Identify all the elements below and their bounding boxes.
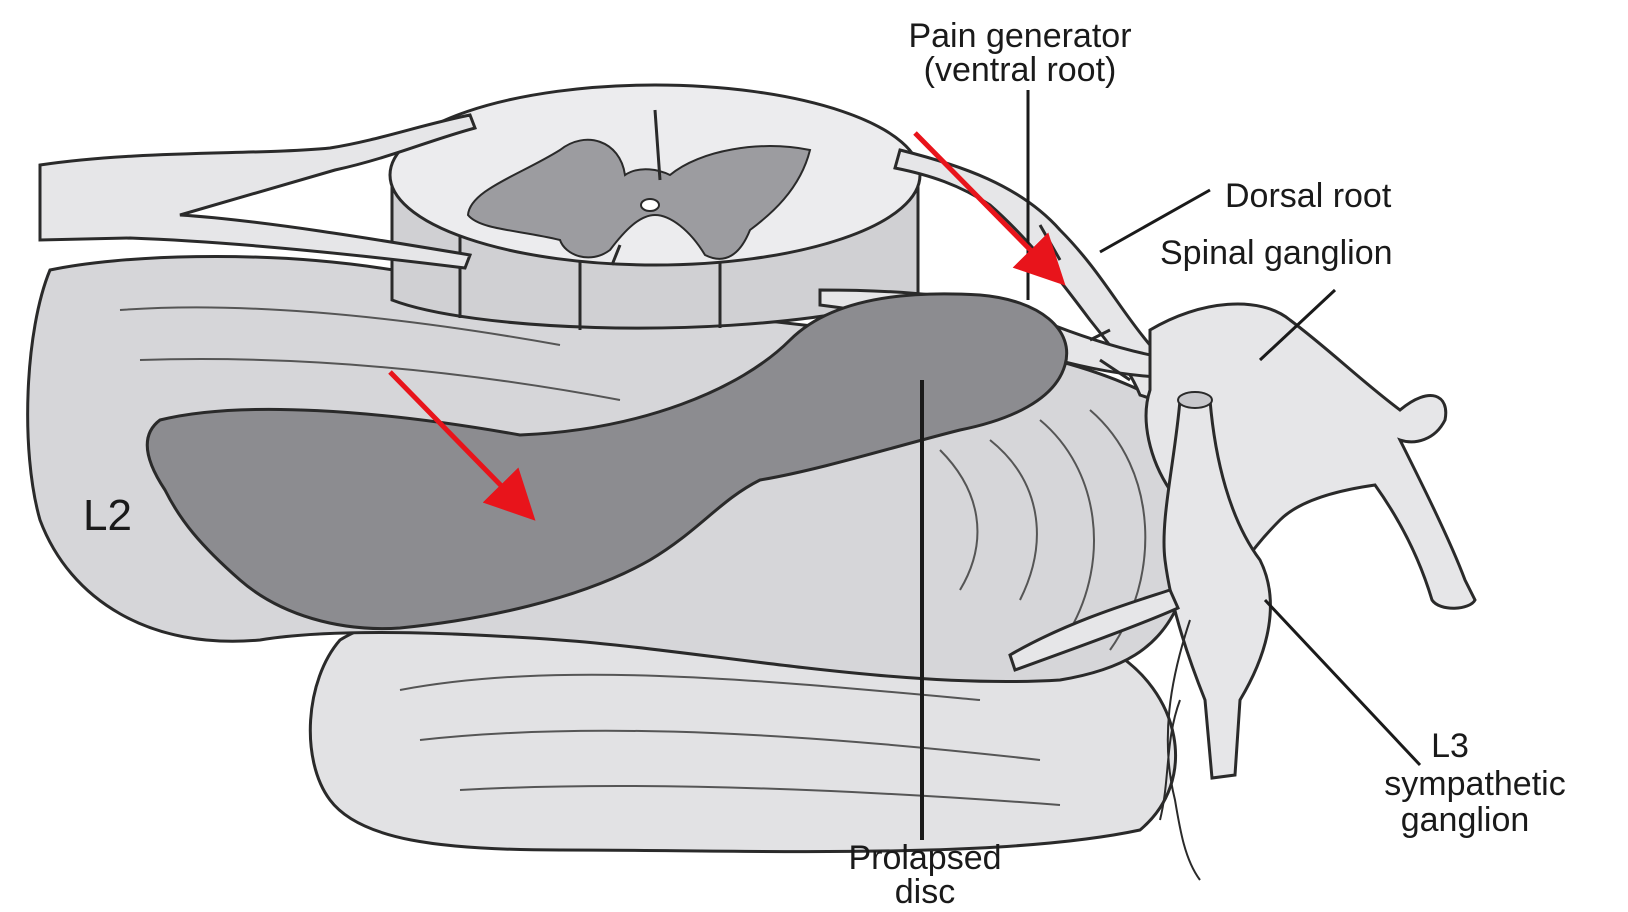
prolapsed-label: Prolapsed	[780, 840, 1070, 876]
ganglion-label: ganglion	[1335, 802, 1595, 838]
l2-label: L2	[83, 498, 132, 534]
spinal-ganglion-label: Spinal ganglion	[1160, 235, 1393, 271]
central-canal	[641, 199, 659, 211]
pain-generator-label: Pain generator	[820, 18, 1220, 54]
disc-label: disc	[780, 874, 1070, 910]
trunk-cut-end	[1178, 392, 1212, 408]
red-arrow-root	[915, 133, 1055, 275]
dorsal-root-label: Dorsal root	[1225, 178, 1391, 214]
sympathetic-label: sympathetic	[1325, 766, 1625, 802]
ventral-root-label: (ventral root)	[820, 52, 1220, 88]
l3-label: L3	[1380, 728, 1520, 764]
